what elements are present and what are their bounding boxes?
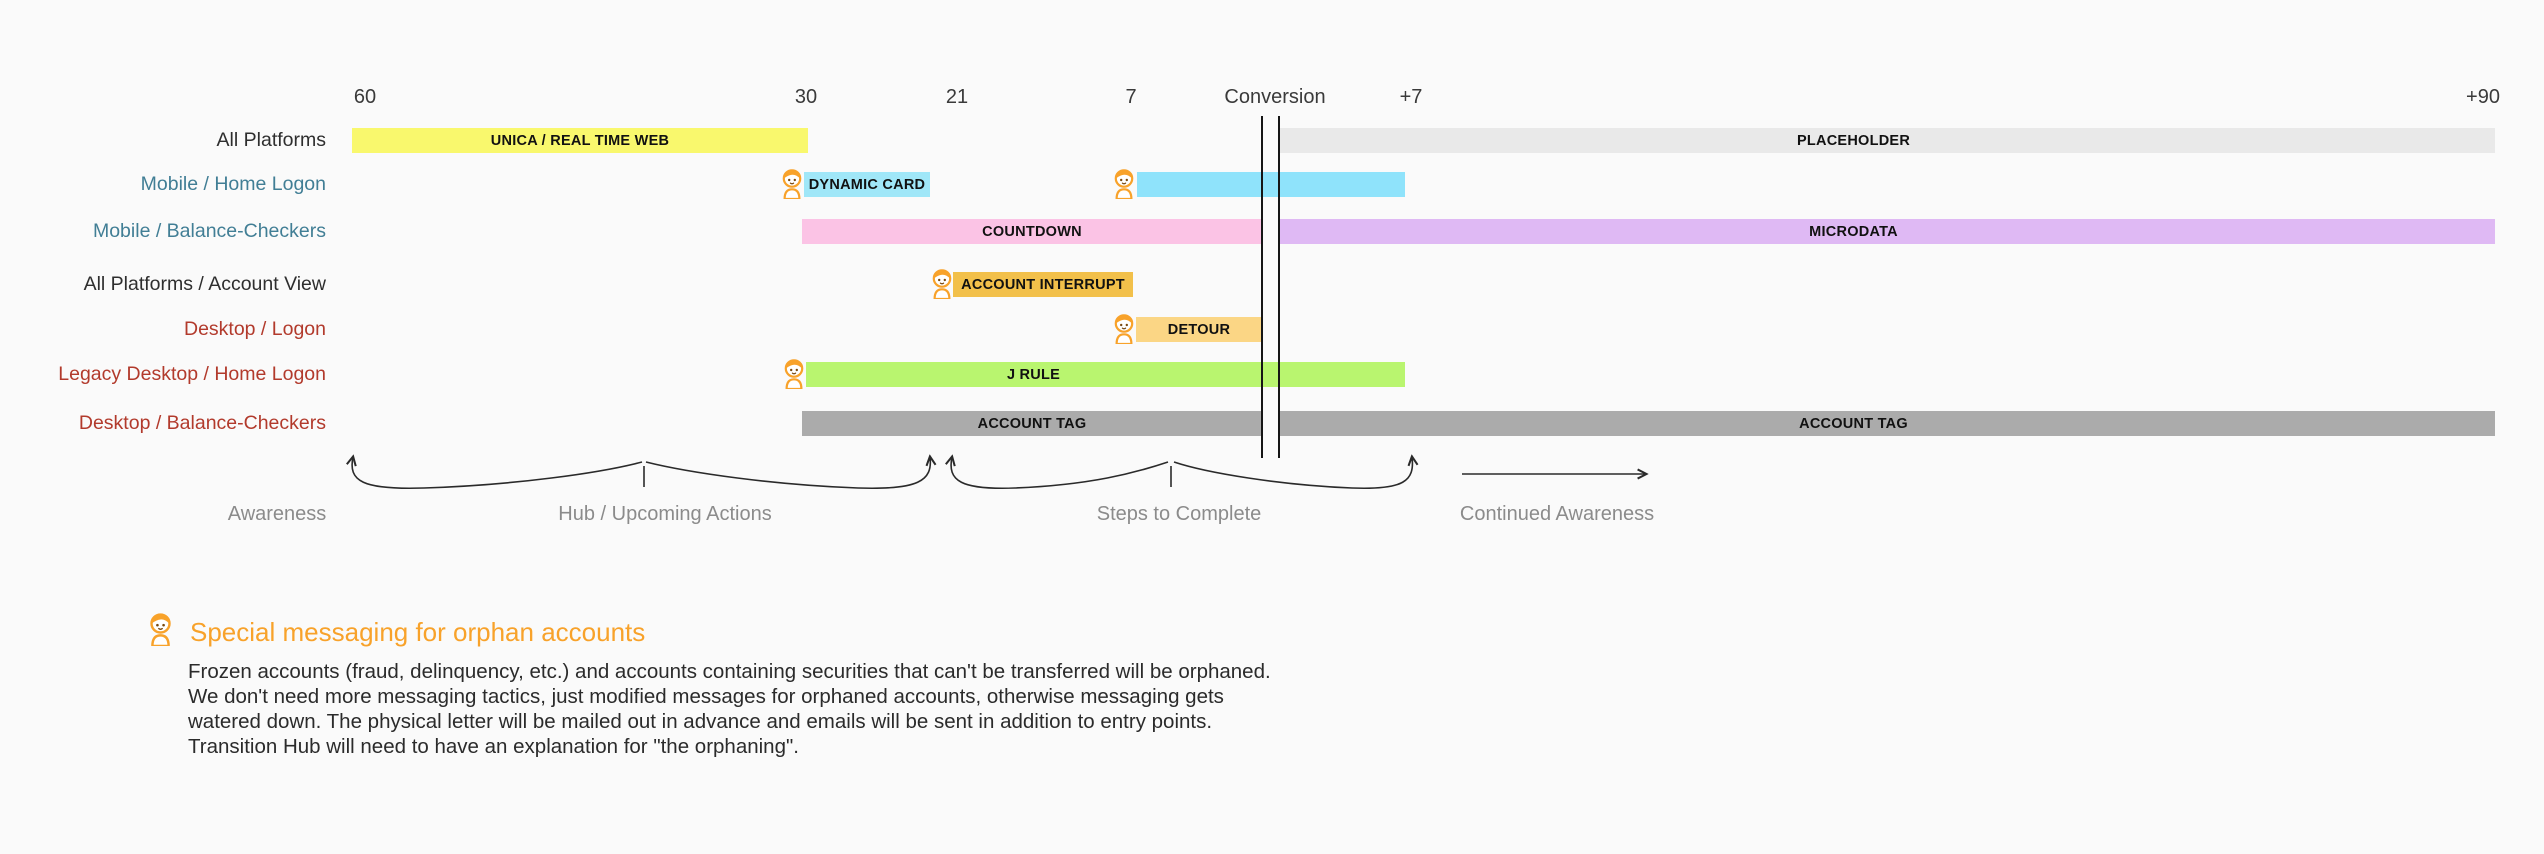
orphan-person-icon bbox=[784, 359, 804, 389]
conversion-line-right bbox=[1278, 116, 1280, 458]
row-label-all-platforms: All Platforms bbox=[216, 129, 326, 151]
bar-unica-real-time-web: UNICA / REAL TIME WEB bbox=[352, 128, 808, 153]
tick-plus7: +7 bbox=[1399, 86, 1423, 108]
conversion-line-left bbox=[1261, 116, 1263, 458]
tick-21: 21 bbox=[945, 86, 969, 108]
phase-label-awareness: Awareness bbox=[227, 503, 327, 525]
tick-7: 7 bbox=[1125, 86, 1137, 108]
bar-label: COUNTDOWN bbox=[982, 223, 1082, 240]
orphan-person-icon bbox=[932, 269, 952, 299]
bar-account-tag-left: ACCOUNT TAG bbox=[802, 411, 1262, 436]
tick-60: 60 bbox=[353, 86, 377, 108]
bar-label: ACCOUNT INTERRUPT bbox=[961, 276, 1125, 293]
brace-steps-right bbox=[1173, 457, 1412, 490]
tick-plus90: +90 bbox=[2466, 86, 2500, 108]
brace-steps-left bbox=[951, 457, 1169, 490]
row-label-account-view: All Platforms / Account View bbox=[83, 273, 326, 295]
bar-account-tag-right: ACCOUNT TAG bbox=[1280, 411, 2495, 436]
phase-label-steps-to-complete: Steps to Complete bbox=[1096, 503, 1262, 525]
tick-conversion: Conversion bbox=[1224, 86, 1326, 108]
note-line-2: We don't need more messaging tactics, ju… bbox=[188, 685, 1224, 708]
bar-mobile-home-logon-post bbox=[1137, 172, 1405, 197]
orphan-person-icon bbox=[150, 613, 171, 646]
phase-label-continued-awareness: Continued Awareness bbox=[1459, 503, 1655, 525]
tick-30: 30 bbox=[794, 86, 818, 108]
bar-label: ACCOUNT TAG bbox=[1799, 415, 1908, 432]
row-label-mobile-balance: Mobile / Balance-Checkers bbox=[92, 220, 326, 242]
bar-label: DETOUR bbox=[1167, 321, 1231, 338]
note-line-1: Frozen accounts (fraud, delinquency, etc… bbox=[188, 660, 1271, 683]
bar-label: UNICA / REAL TIME WEB bbox=[490, 132, 670, 149]
note-line-4: Transition Hub will need to have an expl… bbox=[188, 735, 799, 758]
note-line-3: watered down. The physical letter will b… bbox=[188, 710, 1213, 733]
row-label-legacy-desktop: Legacy Desktop / Home Logon bbox=[58, 363, 326, 385]
phase-label-hub-upcoming-actions: Hub / Upcoming Actions bbox=[558, 503, 772, 525]
bar-dynamic-card: DYNAMIC CARD bbox=[804, 172, 930, 197]
bar-detour: DETOUR bbox=[1136, 317, 1262, 342]
bar-account-interrupt: ACCOUNT INTERRUPT bbox=[953, 272, 1133, 297]
bar-placeholder: PLACEHOLDER bbox=[1280, 128, 2495, 153]
row-label-desktop-logon: Desktop / Logon bbox=[183, 318, 326, 340]
bar-j-rule: J RULE bbox=[806, 362, 1405, 387]
row-label-desktop-balance: Desktop / Balance-Checkers bbox=[78, 412, 326, 434]
bar-label: DYNAMIC CARD bbox=[808, 176, 926, 193]
orphan-person-icon bbox=[782, 169, 802, 199]
bar-label: MICRODATA bbox=[1809, 223, 1898, 240]
bar-microdata: MICRODATA bbox=[1280, 219, 2495, 244]
bar-label: ACCOUNT TAG bbox=[977, 415, 1087, 432]
orphan-person-icon bbox=[1114, 169, 1134, 199]
bar-countdown: COUNTDOWN bbox=[802, 219, 1262, 244]
row-label-mobile-home-logon: Mobile / Home Logon bbox=[140, 173, 326, 195]
bar-label: J RULE bbox=[1006, 366, 1061, 383]
orphan-person-icon bbox=[1114, 314, 1134, 344]
bar-label: PLACEHOLDER bbox=[1796, 132, 1911, 149]
brace-hub-right bbox=[645, 457, 930, 490]
note-title: Special messaging for orphan accounts bbox=[190, 617, 646, 647]
brace-hub-left bbox=[352, 457, 643, 490]
